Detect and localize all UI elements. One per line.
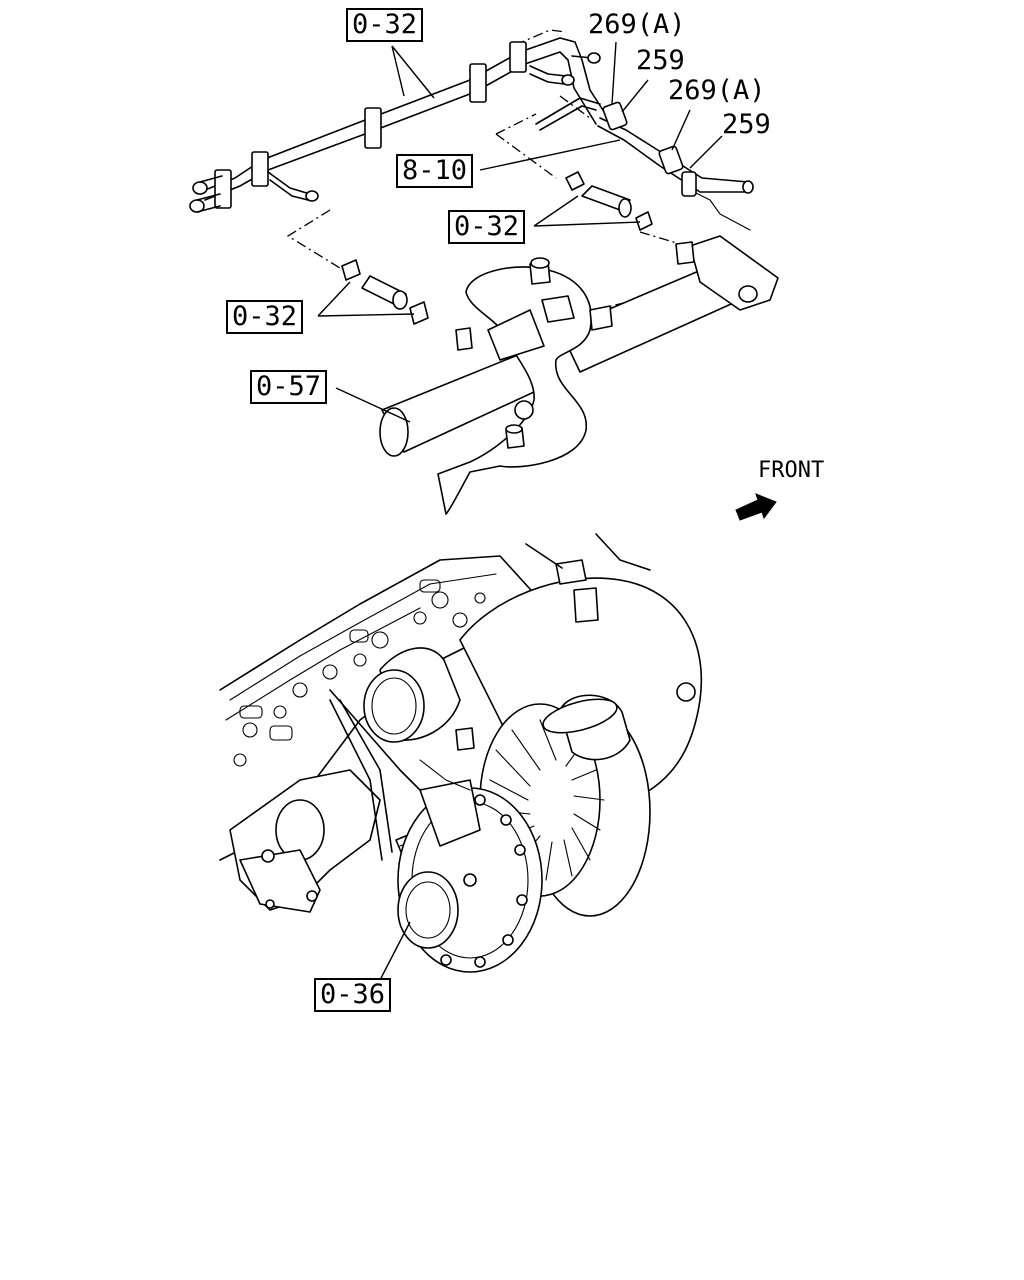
callout-0-32-top: 0-32 (346, 8, 424, 42)
leader-lines (317, 41, 723, 981)
callout-269a-lower: 269(A) (668, 75, 766, 106)
callout-0-36: 0-36 (314, 978, 392, 1012)
water-pipe-housing (379, 235, 779, 515)
callout-8-10: 8-10 (396, 154, 474, 188)
callout-0-32-left: 0-32 (226, 300, 304, 334)
hose-pair (341, 171, 653, 325)
callout-259-lower: 259 (722, 109, 771, 140)
callout-259-upper: 259 (636, 45, 685, 76)
turbocharger (363, 533, 703, 973)
front-label: FRONT (758, 458, 825, 483)
front-arrow-icon (735, 493, 777, 521)
callout-0-57: 0-57 (250, 370, 328, 404)
callout-269a-upper: 269(A) (588, 9, 686, 40)
callout-0-32-mid: 0-32 (448, 210, 526, 244)
